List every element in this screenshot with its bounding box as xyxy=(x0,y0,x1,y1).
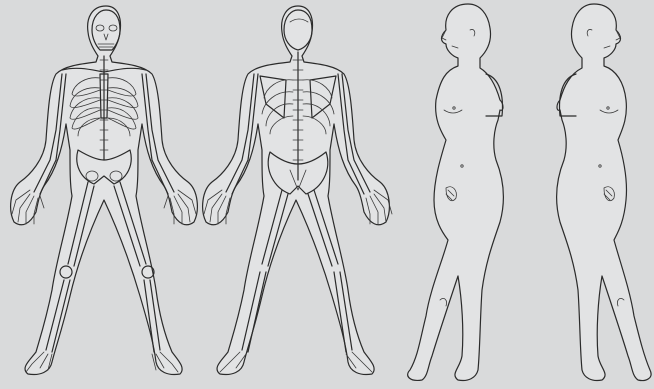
body-profile-left-figure xyxy=(408,4,504,381)
skeleton-back-figure xyxy=(203,6,392,375)
skeleton-front-figure xyxy=(11,6,198,375)
body-profile-right-figure xyxy=(557,4,652,381)
